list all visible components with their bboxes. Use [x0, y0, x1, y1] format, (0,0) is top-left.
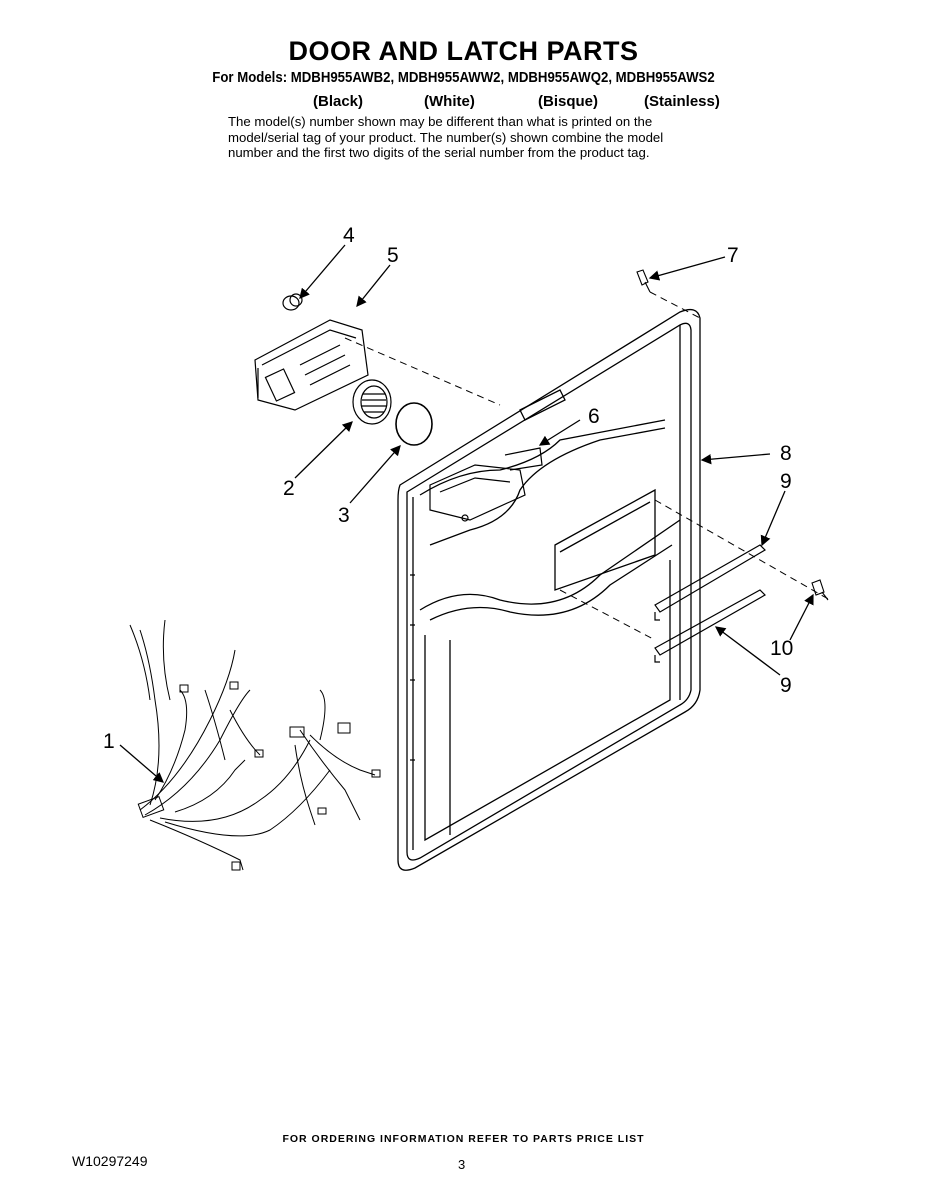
color-bisque: (Bisque): [538, 93, 598, 110]
model-note: The model(s) number shown may be differe…: [228, 114, 748, 161]
push-button: [282, 293, 303, 311]
callout-7: 7: [727, 244, 739, 267]
callout-9-lower: 9: [780, 674, 792, 697]
leader-arrows: [119, 244, 814, 783]
wire-harness: [129, 619, 381, 871]
ordering-info: FOR ORDERING INFORMATION REFER TO PARTS …: [282, 1133, 645, 1145]
alignment-lines: [344, 291, 831, 641]
strike-bracket-lower: [654, 589, 766, 663]
vent-grille: [352, 379, 392, 425]
control-module: [254, 319, 369, 411]
page-title: DOOR AND LATCH PARTS: [288, 36, 639, 66]
callout-8: 8: [780, 442, 792, 465]
callout-9-upper: 9: [780, 470, 792, 493]
note-line: model/serial tag of your product. The nu…: [228, 129, 664, 145]
callout-2: 2: [283, 477, 295, 500]
document-number: W10297249: [72, 1153, 148, 1169]
callout-1: 1: [103, 730, 115, 753]
callout-5: 5: [387, 244, 399, 267]
callout-10: 10: [770, 637, 793, 660]
color-white: (White): [424, 93, 475, 110]
screw-7: [636, 269, 651, 293]
page-number: 3: [458, 1157, 466, 1172]
latch-assembly: [429, 447, 543, 522]
callout-3: 3: [338, 504, 350, 527]
inner-door-panel: [397, 308, 701, 871]
callout-4: 4: [343, 224, 355, 247]
color-stainless: (Stainless): [644, 93, 720, 110]
note-line: number and the first two digits of the s…: [228, 145, 650, 160]
callout-6: 6: [588, 405, 600, 428]
strike-bracket-upper: [654, 544, 766, 621]
gasket-ring: [395, 402, 433, 446]
model-list: For Models: MDBH955AWB2, MDBH955AWW2, MD…: [212, 69, 715, 86]
color-black: (Black): [313, 93, 364, 110]
note-line: The model(s) number shown may be differe…: [228, 114, 653, 129]
